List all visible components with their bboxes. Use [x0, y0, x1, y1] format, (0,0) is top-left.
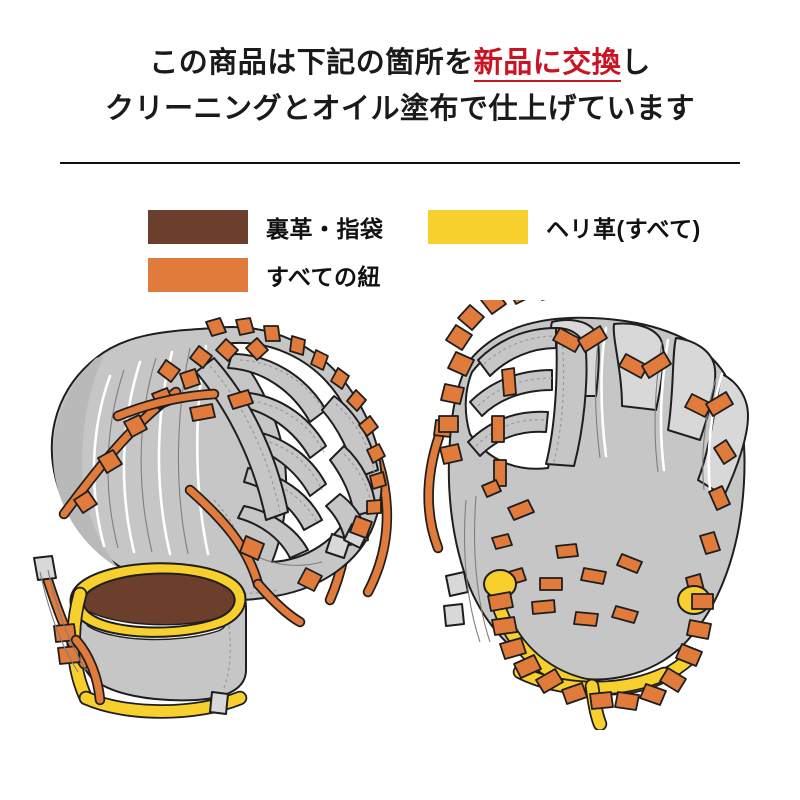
swatch-lining-fingerstall: [148, 210, 248, 244]
heading-line-1-suffix: し: [621, 47, 651, 79]
back-laces: [58, 337, 269, 520]
palm-web: [464, 327, 588, 470]
baseball-glove-back-view: [33, 317, 393, 719]
legend-item-all-laces: すべての紐: [148, 258, 428, 292]
legend-label-lining-fingerstall: 裏革・指袋: [266, 216, 384, 242]
legend-item-lining-fingerstall: 裏革・指袋: [148, 210, 428, 244]
heel-lace-diagonal: [184, 484, 306, 628]
thumb-hinge-tabs: [443, 495, 491, 643]
baseball-glove-palm-view: [423, 300, 749, 730]
heading-line-1: この商品は下記の箇所を新品に交換し: [0, 40, 800, 86]
legend-label-welting-all: ヘリ革(すべて): [546, 216, 701, 242]
swatch-welting-all: [428, 210, 528, 244]
legend-label-all-laces: すべての紐: [266, 264, 381, 290]
hinge-tabs-right: [297, 515, 373, 592]
divider: [60, 162, 740, 164]
web-edge-laces: [438, 300, 546, 465]
web-vertical-laces: [491, 367, 517, 487]
heel-binding: [483, 569, 714, 730]
wrist-strap-laces: [33, 555, 106, 706]
heading-line-1-prefix: この商品は下記の箇所を: [149, 47, 474, 79]
page-title: この商品は下記の箇所を新品に交換し クリーニングとオイル塗布で仕上げています: [0, 40, 800, 132]
palm-stitch-marks: [481, 479, 643, 627]
heading-line-2: クリーニングとオイル塗布で仕上げています: [104, 93, 695, 125]
legend-row: すべての紐: [148, 251, 748, 299]
glove-illustration: .ol { stroke:#1E1E1E; stroke-width:2; st…: [0, 300, 800, 730]
web-ladder: [195, 342, 361, 563]
legend-row: 裏革・指袋 ヘリ革(すべて): [148, 203, 748, 251]
heading-highlight: 新品に交換: [473, 47, 622, 82]
edge-laces-top: [205, 317, 387, 515]
legend-item-welting-all: ヘリ革(すべて): [428, 210, 701, 244]
legend: 裏革・指袋 ヘリ革(すべて) すべての紐: [148, 203, 748, 299]
finger-laces: [552, 325, 737, 595]
swatch-all-laces: [148, 258, 248, 292]
